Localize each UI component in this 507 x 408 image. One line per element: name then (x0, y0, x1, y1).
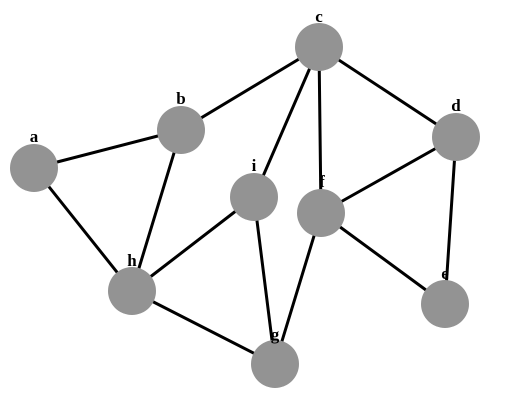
edge-f-e (319, 211, 447, 306)
edge-i-h (130, 195, 256, 293)
node-label-g: g (271, 325, 280, 344)
node-label-d: d (451, 96, 461, 115)
node-f (297, 189, 345, 237)
edges-layer (32, 45, 458, 366)
edge-b-c (179, 45, 321, 132)
node-h (108, 267, 156, 315)
node-label-a: a (30, 127, 39, 146)
node-label-b: b (176, 89, 185, 108)
edge-d-e (443, 135, 458, 306)
edge-d-f (319, 135, 458, 215)
node-label-f: f (319, 172, 325, 191)
edge-f-g (273, 211, 323, 366)
node-c (295, 23, 343, 71)
labels-layer: a b c d e f g h i (30, 7, 462, 344)
edge-a-b (32, 128, 183, 170)
node-label-h: h (127, 251, 137, 270)
edge-b-h (130, 128, 183, 293)
edge-a-h (32, 166, 134, 293)
edge-h-g (130, 289, 277, 366)
edge-c-i (252, 45, 321, 199)
node-d (432, 113, 480, 161)
nodes-layer (10, 23, 480, 388)
node-a (10, 144, 58, 192)
node-b (157, 106, 205, 154)
edge-i-g (252, 195, 277, 366)
node-i (230, 173, 278, 221)
node-label-i: i (252, 156, 257, 175)
node-e (421, 280, 469, 328)
edge-c-d (317, 45, 458, 139)
node-label-c: c (315, 7, 323, 26)
edge-c-f (317, 45, 323, 215)
node-label-e: e (441, 264, 449, 283)
node-g (251, 340, 299, 388)
